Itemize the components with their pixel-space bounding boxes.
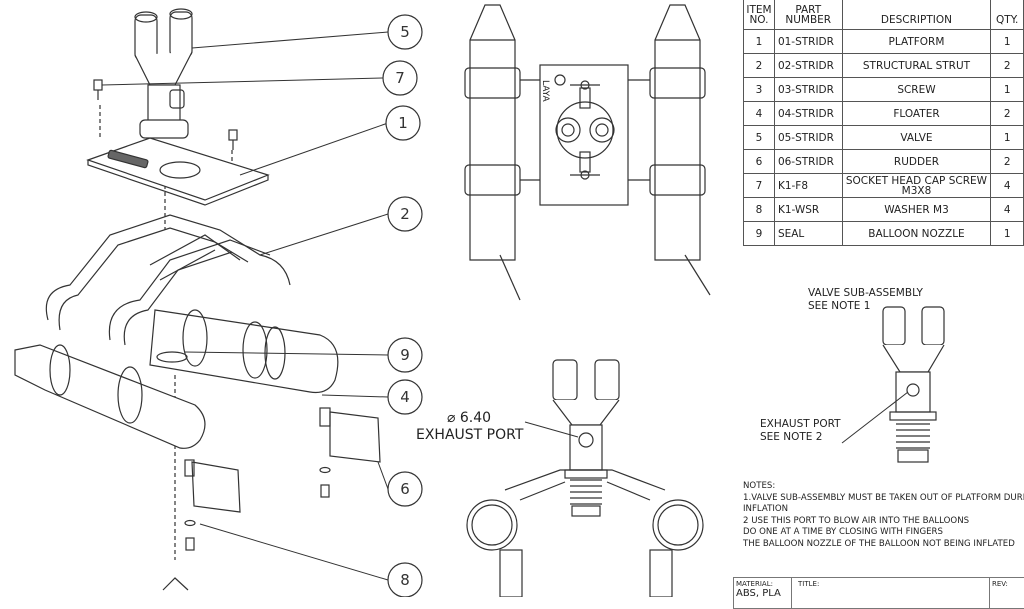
col-part-number: PART NUMBER	[773, 0, 843, 30]
cell-part-number: 03-STRIDR	[773, 77, 843, 102]
cell-item-no: 3	[743, 77, 775, 102]
cell-item-no: 9	[743, 221, 775, 246]
exhaust-port-note: SEE NOTE 2	[760, 431, 823, 443]
material-label: MATERIAL:	[736, 580, 773, 588]
cell-qty: 4	[990, 197, 1024, 222]
notes-heading: NOTES:	[743, 481, 776, 491]
cell-description: SCREW	[841, 77, 992, 102]
item-balloon-number: 6	[400, 480, 410, 498]
cell-description: VALVE	[841, 125, 992, 150]
item-balloon-number: 2	[400, 205, 410, 223]
cell-qty: 1	[990, 77, 1024, 102]
title-label: TITLE:	[798, 580, 820, 588]
title-block: MATERIAL: ABS, PLA TITLE: REV:	[733, 577, 1024, 609]
cell-part-number: SEAL	[773, 221, 843, 246]
item-balloon-number: 8	[400, 571, 410, 589]
item-balloon	[387, 471, 423, 507]
note-line: 1.VALVE SUB-ASSEMBLY MUST BE TAKEN OUT O…	[743, 492, 1024, 503]
material-value: ABS, PLA	[736, 588, 781, 599]
item-balloon	[387, 562, 423, 597]
cell-item-no: 7	[743, 173, 775, 198]
cell-description: STRUCTURAL STRUT	[841, 53, 992, 78]
cell-description: RUDDER	[841, 149, 992, 174]
cell-item-no: 4	[743, 101, 775, 126]
valve-subassembly-view	[841, 306, 945, 463]
leader-lines	[101, 31, 389, 581]
floater-parts	[14, 309, 339, 449]
exhaust-port-label: EXHAUST PORT	[760, 418, 841, 430]
note-line: DO ONE AT A TIME BY CLOSING WITH FINGERS	[743, 527, 943, 537]
cell-part-number: 05-STRIDR	[773, 125, 843, 150]
front-view	[466, 359, 704, 597]
col-description: DESCRIPTION	[841, 0, 992, 30]
cell-item-no: 6	[743, 149, 775, 174]
cell-qty: 1	[990, 29, 1024, 54]
exhaust-port-main-label: EXHAUST PORT	[416, 427, 524, 443]
cell-description: BALLOON NOZZLE	[841, 221, 992, 246]
cell-part-number: K1-WSR	[773, 197, 843, 222]
top-view	[464, 4, 711, 301]
item-balloon	[387, 337, 423, 373]
cell-description: SOCKET HEAD CAP SCREW M3X8	[841, 173, 992, 198]
cell-item-no: 1	[743, 29, 775, 54]
strut-parts	[45, 214, 291, 346]
col-item-no: ITEM NO.	[743, 0, 775, 30]
valve-part	[134, 8, 193, 139]
cell-description: WASHER M3	[841, 197, 992, 222]
rudder-parts	[162, 407, 381, 591]
valve-subassembly-label: VALVE SUB-ASSEMBLY	[808, 287, 923, 299]
item-balloon-number: 1	[398, 114, 408, 132]
cell-part-number: 02-STRIDR	[773, 53, 843, 78]
item-balloons: 5 7 1 2 9 4 6 8	[382, 14, 423, 597]
cell-qty: 2	[990, 53, 1024, 78]
cell-qty: 1	[990, 221, 1024, 246]
logo-text: LAYA	[540, 80, 550, 102]
note-line: INFLATION	[743, 504, 789, 514]
notes-section: NOTES: 1.VALVE SUB-ASSEMBLY MUST BE TAKE…	[743, 481, 1024, 550]
item-balloon	[387, 196, 423, 232]
item-balloon	[385, 105, 421, 141]
note-line: THE BALLOON NOZZLE OF THE BALLOON NOT BE…	[743, 538, 1015, 549]
item-balloon	[387, 379, 423, 415]
cell-item-no: 8	[743, 197, 775, 222]
diameter-dimension: ⌀ 6.40	[447, 410, 492, 426]
item-balloon-number: 4	[400, 388, 410, 406]
cell-part-number: 04-STRIDR	[773, 101, 843, 126]
cell-qty: 4	[990, 173, 1024, 198]
item-balloon	[387, 14, 423, 50]
cell-item-no: 2	[743, 53, 775, 78]
note-line: 2 USE THIS PORT TO BLOW AIR INTO THE BAL…	[743, 515, 970, 526]
col-qty: QTY.	[990, 0, 1024, 30]
item-balloon-number: 9	[400, 346, 410, 364]
cell-part-number: 06-STRIDR	[773, 149, 843, 174]
cell-qty: 2	[990, 149, 1024, 174]
cell-part-number: K1-F8	[773, 173, 843, 198]
cell-part-number: 01-STRIDR	[773, 29, 843, 54]
rev-label: REV:	[992, 580, 1008, 588]
cell-description: FLOATER	[841, 101, 992, 126]
cell-qty: 1	[990, 125, 1024, 150]
valve-subassembly-note: SEE NOTE 1	[808, 300, 871, 312]
item-balloon-number: 7	[395, 69, 405, 87]
item-balloon-number: 5	[400, 23, 410, 41]
item-balloon	[382, 60, 418, 96]
cell-item-no: 5	[743, 125, 775, 150]
cell-qty: 2	[990, 101, 1024, 126]
cell-description: PLATFORM	[841, 29, 992, 54]
